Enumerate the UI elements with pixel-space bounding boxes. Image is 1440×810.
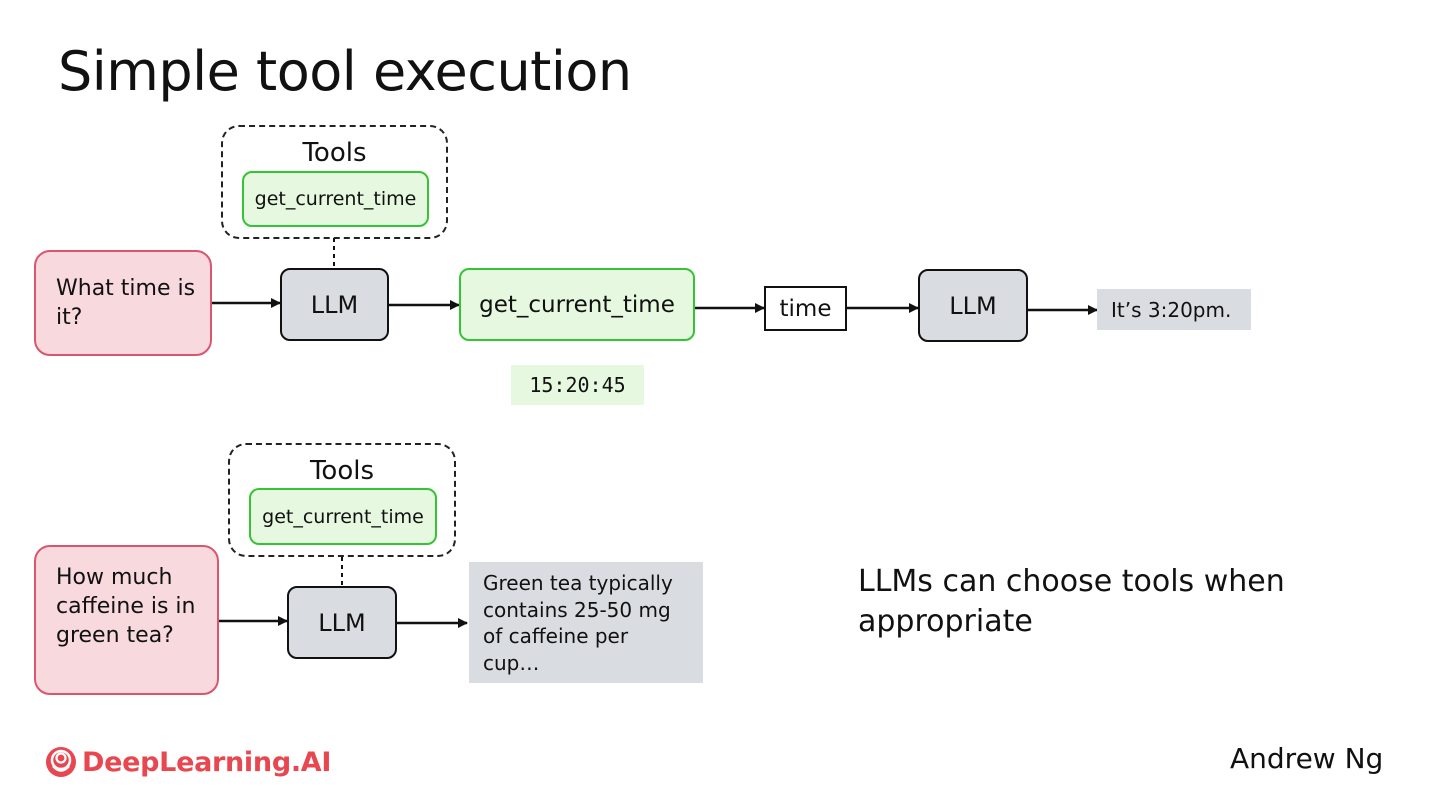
tools-group-1 — [221, 125, 448, 239]
note-text: LLMs can choose tools when appropriate — [858, 564, 1285, 639]
llm-box-3: LLM — [287, 586, 397, 659]
response-2: Green tea typically contains 25-50 mg of… — [469, 562, 703, 683]
author-name: Andrew Ng — [1230, 742, 1384, 775]
tool-chip-get-current-time-1: get_current_time — [242, 171, 429, 227]
user-prompt-2: How much caffeine is in green tea? — [34, 545, 219, 695]
tool-call-get-current-time: get_current_time — [459, 268, 695, 341]
brand-logo: DeepLearning.AI — [44, 742, 331, 782]
response-1: It’s 3:20pm. — [1097, 289, 1251, 330]
brand-name: DeepLearning.AI — [82, 746, 332, 778]
user-prompt-1: What time is it? — [34, 250, 212, 356]
deeplearning-logo-icon — [46, 747, 76, 777]
variable-time: time — [764, 286, 847, 331]
llm-box-2: LLM — [918, 269, 1028, 342]
tools-label-1: Tools — [302, 138, 367, 168]
page-title: Simple tool execution — [58, 40, 632, 103]
tool-result: 15:20:45 — [511, 365, 644, 405]
llm-box-1: LLM — [280, 268, 389, 341]
tools-group-2 — [228, 443, 456, 557]
tool-chip-get-current-time-2: get_current_time — [249, 488, 437, 545]
tools-label-2: Tools — [309, 456, 375, 486]
